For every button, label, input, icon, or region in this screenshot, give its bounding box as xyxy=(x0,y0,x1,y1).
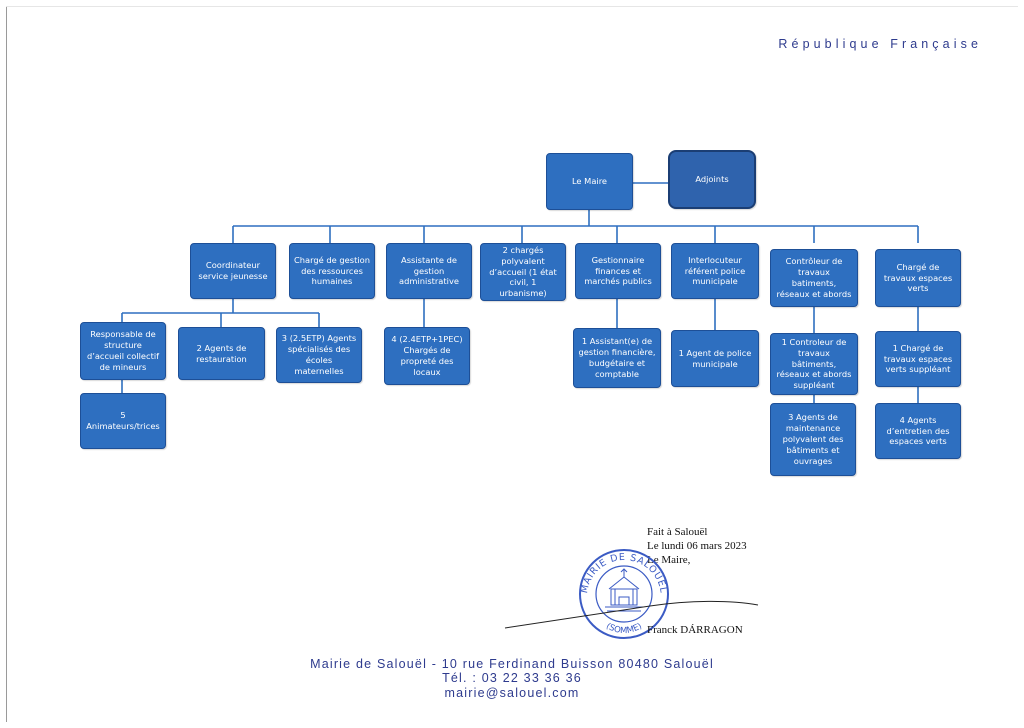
signature-date: Le lundi 06 mars 2023 xyxy=(647,540,747,552)
org-box-controleur-travaux: Contrôleur de travaux batiments, réseaux… xyxy=(770,249,858,307)
footer-address: Mairie de Salouël - 10 rue Ferdinand Bui… xyxy=(310,657,714,671)
org-box-proprete-locaux: 4 (2.4ETP+1PEC) Chargés de propreté des … xyxy=(384,327,470,385)
signature-place: Fait à Salouël xyxy=(647,526,708,538)
org-box-police-referent: Interlocuteur référent police municipale xyxy=(671,243,759,299)
scan-edge xyxy=(6,6,7,722)
org-box-assistant-financier: 1 Assistant(e) de gestion financière, bu… xyxy=(573,328,661,388)
org-box-atsem: 3 (2.5ETP) Agents spécialisés des écoles… xyxy=(276,327,362,383)
org-box-responsable-accueil-mineurs: Responsable de structure d’accueil colle… xyxy=(80,322,166,380)
org-box-espaces-verts: Chargé de travaux espaces verts xyxy=(875,249,961,307)
org-box-accueil: 2 chargés polyvalent d’accueil (1 état c… xyxy=(480,243,566,301)
footer-email: mairie@salouel.com xyxy=(444,686,580,700)
org-box-espaces-verts-suppleant: 1 Chargé de travaux espaces verts supplé… xyxy=(875,331,961,387)
republique-francaise-heading: République Française xyxy=(778,37,982,51)
footer-phone: Tél. : 03 22 33 36 36 xyxy=(442,671,582,685)
scan-edge-top xyxy=(6,6,1018,7)
org-box-controleur-suppleant: 1 Controleur de travaux bâtiments, résea… xyxy=(770,333,858,395)
org-box-agents-restauration: 2 Agents de restauration xyxy=(178,327,265,380)
mairie-seal-stamp: MAIRIE DE SALOUEL (SOMME) xyxy=(579,549,669,639)
org-box-agent-police: 1 Agent de police municipale xyxy=(671,330,759,387)
org-box-animateurs: 5 Animateurs/trices xyxy=(80,393,166,449)
org-box-adjoints: Adjoints xyxy=(668,150,756,209)
org-box-le-maire: Le Maire xyxy=(546,153,633,210)
org-box-ressources-humaines: Chargé de gestion des ressources humaine… xyxy=(289,243,375,299)
org-box-assistante-gestion: Assistante de gestion administrative xyxy=(386,243,472,299)
org-box-entretien-espaces-verts: 4 Agents d’entretien des espaces verts xyxy=(875,403,961,459)
svg-text:(SOMME): (SOMME) xyxy=(604,621,644,636)
org-box-agents-maintenance: 3 Agents de maintenance polyvalent des b… xyxy=(770,403,856,476)
signatory-name: Franck DÁRRAGON xyxy=(647,624,743,636)
org-box-finances: Gestionnaire finances et marchés publics xyxy=(575,243,661,299)
org-box-coordinateur-jeunesse: Coordinateur service jeunesse xyxy=(190,243,276,299)
signature-role: Le Maire, xyxy=(647,554,691,566)
